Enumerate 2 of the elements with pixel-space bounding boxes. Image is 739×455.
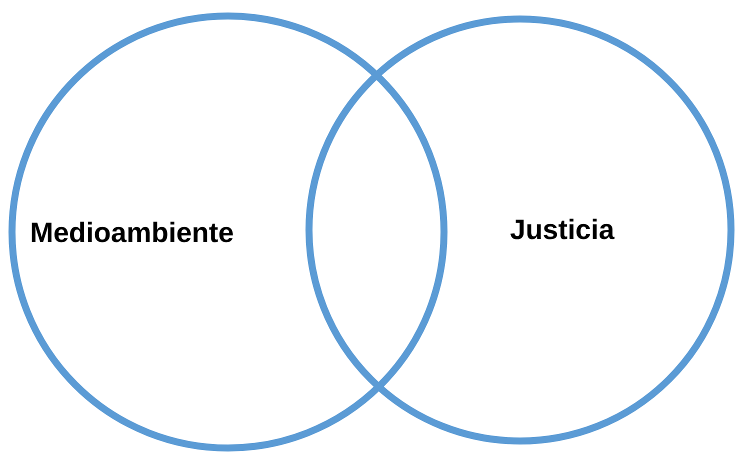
circle-label: Justicia <box>510 213 614 247</box>
circle-label: Medioambiente <box>30 216 234 250</box>
